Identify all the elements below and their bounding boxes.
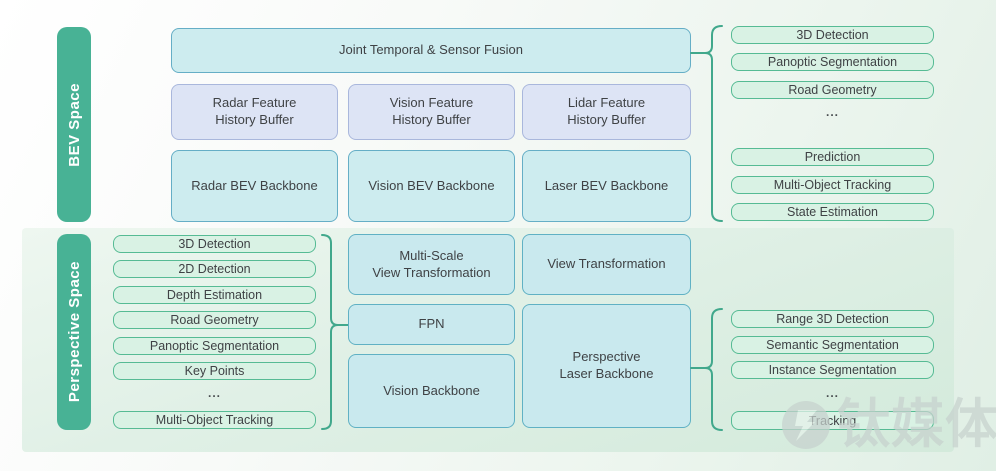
fpn-box: FPN <box>348 304 515 345</box>
bev-output-3d-detection: 3D Detection <box>731 26 934 44</box>
bev-output-panoptic-segmentation: Panoptic Segmentation <box>731 53 934 71</box>
view-transformation-box: View Transformation <box>522 234 691 295</box>
vision-bev-backbone-box: Vision BEV Backbone <box>348 150 515 222</box>
perspective-laser-backbone-box: Perspective Laser Backbone <box>522 304 691 428</box>
bev-output-prediction: Prediction <box>731 148 934 166</box>
perspective-task-road-geometry: Road Geometry <box>113 311 316 329</box>
perspective-task-multi-object-tracking: Multi-Object Tracking <box>113 411 316 429</box>
perspective-space-label: Perspective Space <box>65 261 83 403</box>
laser-bev-backbone-box: Laser BEV Backbone <box>522 150 691 222</box>
perspective-task-panoptic-segmentation: Panoptic Segmentation <box>113 337 316 355</box>
multi-scale-view-transformation-box: Multi-Scale View Transformation <box>348 234 515 295</box>
perspective-task-key-points: Key Points <box>113 362 316 380</box>
radar-bev-backbone-box: Radar BEV Backbone <box>171 150 338 222</box>
bev-output-ellipsis: ... <box>825 105 839 119</box>
laser-output-range-3d-detection: Range 3D Detection <box>731 310 934 328</box>
laser-output-instance-segmentation: Instance Segmentation <box>731 361 934 379</box>
perspective-space-label-pill: Perspective Space <box>57 234 91 430</box>
bev-output-multi-object-tracking: Multi-Object Tracking <box>731 176 934 194</box>
bev-output-road-geometry: Road Geometry <box>731 81 934 99</box>
vision-feature-history-buffer-box: Vision Feature History Buffer <box>348 84 515 140</box>
perspective-task-ellipsis: ... <box>207 386 221 400</box>
laser-output-semantic-segmentation: Semantic Segmentation <box>731 336 934 354</box>
joint-fusion-label: Joint Temporal & Sensor Fusion <box>338 42 524 58</box>
joint-temporal-sensor-fusion-box: Joint Temporal & Sensor Fusion <box>171 28 691 73</box>
bev-space-label-pill: BEV Space <box>57 27 91 222</box>
bev-output-state-estimation: State Estimation <box>731 203 934 221</box>
lidar-feature-history-buffer-box: Lidar Feature History Buffer <box>522 84 691 140</box>
laser-output-tracking: Tracking <box>731 411 934 430</box>
perspective-task-2d-detection: 2D Detection <box>113 260 316 278</box>
bev-space-label: BEV Space <box>65 82 83 167</box>
radar-feature-history-buffer-box: Radar Feature History Buffer <box>171 84 338 140</box>
perspective-task-depth-estimation: Depth Estimation <box>113 286 316 304</box>
laser-output-ellipsis: ... <box>825 386 839 400</box>
vision-backbone-box: Vision Backbone <box>348 354 515 428</box>
perspective-task-3d-detection: 3D Detection <box>113 235 316 253</box>
